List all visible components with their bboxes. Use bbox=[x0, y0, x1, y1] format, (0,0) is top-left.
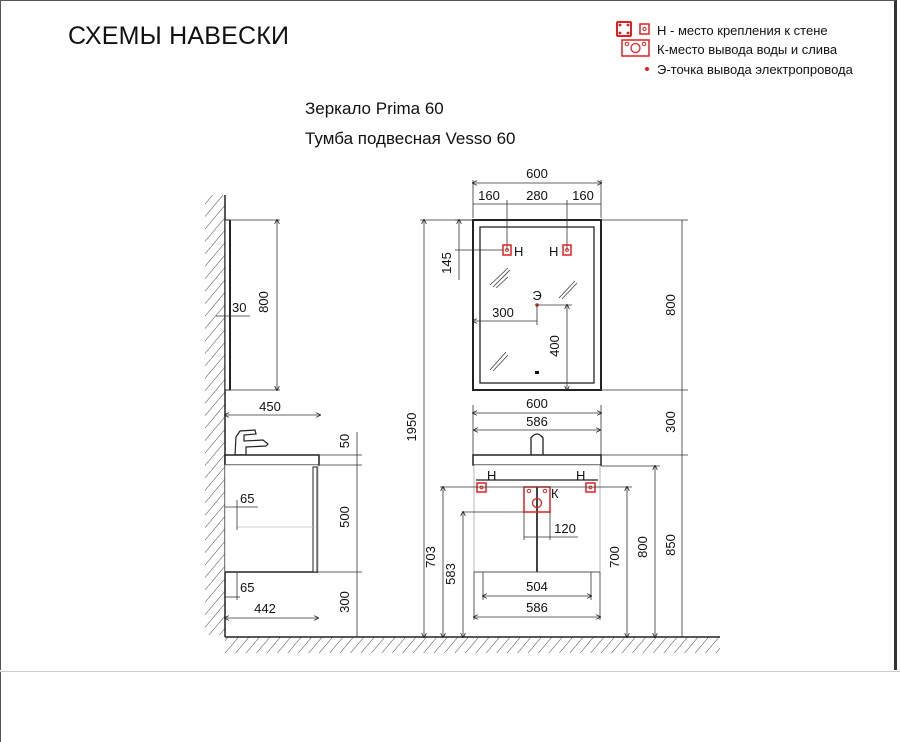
side-inset-bottom: 65 bbox=[240, 580, 254, 595]
cabinet-top-height: 800 bbox=[635, 536, 650, 558]
side-floor-gap: 300 bbox=[337, 591, 352, 613]
wall-mount-point-icon bbox=[585, 482, 596, 493]
page-title: СХЕМЫ НАВЕСКИ bbox=[68, 22, 290, 50]
side-mirror-depth: 30 bbox=[232, 300, 246, 315]
side-view: 800 30 450 65 65 442 50 500 300 bbox=[205, 195, 720, 653]
side-mirror-height: 800 bbox=[256, 291, 271, 313]
side-cabinet-height: 500 bbox=[337, 506, 352, 528]
cabinet-model-label: Тумба подвесная Vesso 60 bbox=[305, 129, 516, 148]
mirror-height: 800 bbox=[663, 294, 678, 316]
water-height: 583 bbox=[443, 563, 458, 585]
water-outlet-icon bbox=[523, 486, 551, 513]
cabinet-width: 586 bbox=[526, 600, 548, 615]
basin-width: 600 bbox=[526, 396, 548, 411]
electric-x: 300 bbox=[492, 305, 514, 320]
front-view: 600 160 280 160 Н Н 145 Э bbox=[365, 166, 720, 653]
legend-item-electric: Э-точка вывода электропровода bbox=[657, 62, 853, 77]
divider bbox=[0, 671, 900, 672]
glass-reflection bbox=[489, 267, 578, 372]
side-depth-bottom: 442 bbox=[254, 601, 276, 616]
total-height: 1950 bbox=[404, 413, 419, 442]
water-label: К bbox=[551, 486, 559, 501]
legend-item-mount: Н - место крепления к стене bbox=[657, 23, 828, 38]
electric-label: Э bbox=[532, 288, 541, 303]
sensor-icon bbox=[535, 371, 539, 374]
side-worktop-thickness: 50 bbox=[337, 434, 352, 448]
mount-label-left: Н bbox=[514, 244, 523, 259]
mount-right-offset: 160 bbox=[572, 188, 594, 203]
side-inset-top: 65 bbox=[240, 491, 254, 506]
wall-mount-point-icon bbox=[476, 482, 487, 493]
basin-inner-width: 586 bbox=[526, 414, 548, 429]
mount-left-offset: 160 bbox=[478, 188, 500, 203]
cabinet-mount-label-left: Н bbox=[487, 468, 496, 483]
drawing-frame bbox=[0, 0, 897, 670]
mount-height-left: 703 bbox=[423, 546, 438, 568]
mirror-basin-gap: 300 bbox=[663, 411, 678, 433]
mount-top-offset: 145 bbox=[439, 252, 454, 274]
mirror-width: 600 bbox=[526, 166, 548, 181]
wall-mount-point-icon bbox=[562, 244, 572, 256]
mount-spacing: 280 bbox=[526, 188, 548, 203]
electric-height: 400 bbox=[547, 335, 562, 357]
legend-item-water: К-место вывода воды и слива bbox=[657, 42, 838, 57]
faucet-icon bbox=[530, 433, 544, 455]
basin-top-height: 850 bbox=[663, 534, 678, 556]
drawer-width: 504 bbox=[526, 579, 548, 594]
mount-label-right: Н bbox=[549, 244, 558, 259]
electric-point-icon bbox=[645, 67, 649, 71]
cabinet-mount-label-right: Н bbox=[576, 468, 585, 483]
mount-height-right: 700 bbox=[607, 546, 622, 568]
water-outlet-icon bbox=[621, 39, 650, 57]
water-width: 120 bbox=[554, 521, 576, 536]
side-depth-top: 450 bbox=[259, 399, 281, 414]
mirror-model-label: Зеркало Prima 60 bbox=[305, 99, 444, 118]
blank-area bbox=[0, 672, 900, 742]
wall-mount-point-icon bbox=[616, 21, 650, 37]
